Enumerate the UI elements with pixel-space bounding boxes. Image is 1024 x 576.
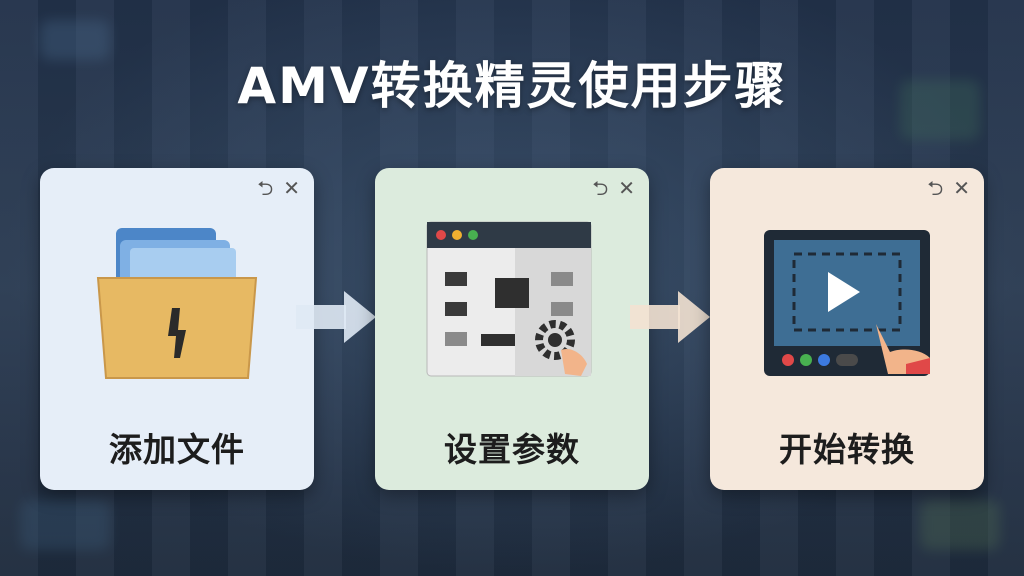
folder-icon xyxy=(96,228,258,379)
arrow-right-icon xyxy=(630,291,710,343)
window-controls: ⮌ ✕ xyxy=(927,178,970,198)
close-icon[interactable]: ✕ xyxy=(283,176,300,200)
close-icon[interactable]: ✕ xyxy=(953,176,970,200)
step-label: 设置参数 xyxy=(444,430,580,469)
step-label: 开始转换 xyxy=(779,430,915,469)
restore-icon[interactable]: ⮌ xyxy=(592,176,609,200)
step-card-add-files: ⮌ ✕ 添加文件 xyxy=(40,168,314,490)
step-label: 添加文件 xyxy=(109,430,245,469)
restore-icon[interactable]: ⮌ xyxy=(927,176,944,200)
settings-panel-icon xyxy=(426,221,592,377)
background-blob xyxy=(20,500,110,550)
background-blob xyxy=(920,500,1000,550)
step-card-set-parameters: ⮌ ✕ 设置参数 xyxy=(375,168,649,490)
window-controls: ⮌ ✕ xyxy=(592,178,635,198)
background-blob xyxy=(40,20,110,60)
page-title: AMV转换精灵使用步骤 xyxy=(237,57,787,115)
window-controls: ⮌ ✕ xyxy=(257,178,300,198)
restore-icon[interactable]: ⮌ xyxy=(257,176,274,200)
close-icon[interactable]: ✕ xyxy=(618,176,635,200)
arrow-right-icon xyxy=(296,291,376,343)
play-video-icon xyxy=(764,230,930,376)
step-card-start-conversion: ⮌ ✕ 开始转换 xyxy=(710,168,984,490)
background-blob xyxy=(900,80,980,140)
